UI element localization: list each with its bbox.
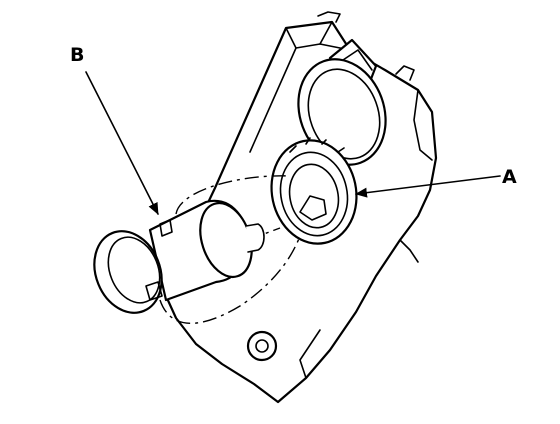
mounting-hole — [246, 330, 278, 362]
callout-arrows — [85, 71, 501, 215]
cigarette-lighter-plug — [93, 199, 265, 314]
label-b: B — [70, 44, 85, 66]
label-a: A — [502, 166, 517, 188]
socket-lid — [297, 58, 387, 171]
lighter-socket — [270, 137, 358, 245]
callout-arrow-b — [85, 71, 159, 215]
callout-arrow-a — [355, 175, 501, 198]
